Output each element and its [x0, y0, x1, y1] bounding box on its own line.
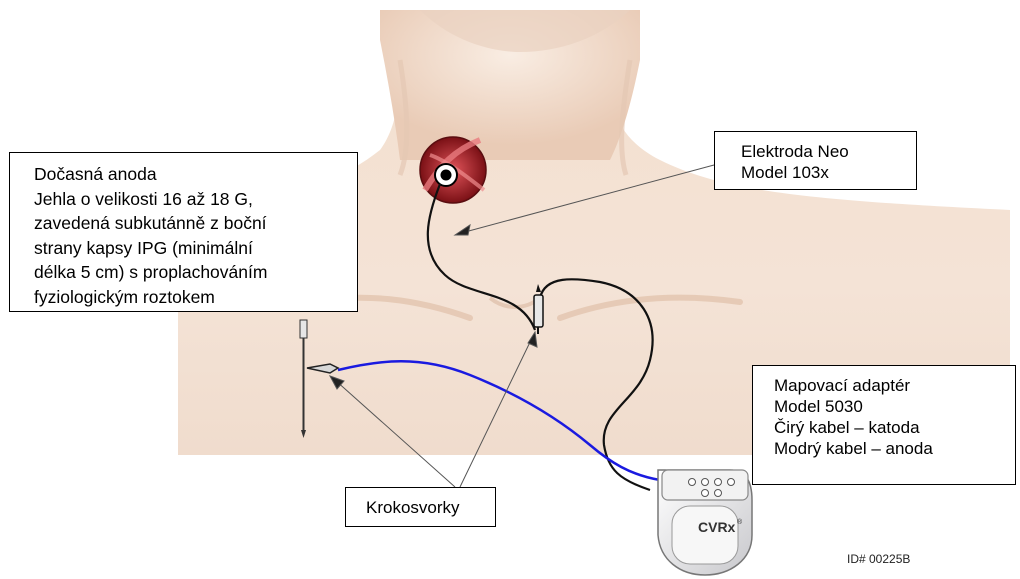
alligator-clips-label: Krokosvorky [345, 487, 496, 527]
alligator-clips-text: Krokosvorky [366, 497, 495, 518]
anode-line-2: Jehla o velikosti 16 až 18 G, [34, 187, 347, 212]
mapping-adapter-label: Mapovací adaptér Model 5030 Čirý kabel –… [752, 365, 1016, 485]
adapter-line-1: Mapovací adaptér [774, 375, 1015, 396]
anode-line-4: strany kapsy IPG (minimální [34, 236, 347, 261]
electrode-line-2: Model 103x [741, 162, 916, 183]
ipg-device: CVRx ® [658, 470, 752, 575]
anode-line-6: fyziologickým roztokem [34, 285, 347, 310]
temporary-anode-label: Dočasná anoda Jehla o velikosti 16 až 18… [9, 152, 358, 312]
electrode-line-1: Elektroda Neo [741, 141, 916, 162]
device-trademark: ® [737, 518, 743, 526]
electrode-label: Elektroda Neo Model 103x [714, 131, 917, 190]
adapter-line-2: Model 5030 [774, 396, 1015, 417]
device-brand-logo: CVRx [698, 519, 736, 535]
anode-line-3: zavedená subkutánně z boční [34, 211, 347, 236]
anode-line-5: délka 5 cm) s proplachováním [34, 260, 347, 285]
adapter-line-4: Modrý kabel – anoda [774, 438, 1015, 459]
anode-line-1: Dočasná anoda [34, 162, 347, 187]
carotid-sinus-inset [420, 137, 486, 203]
image-id: ID# 00225B [847, 552, 910, 566]
adapter-line-3: Čirý kabel – katoda [774, 417, 1015, 438]
